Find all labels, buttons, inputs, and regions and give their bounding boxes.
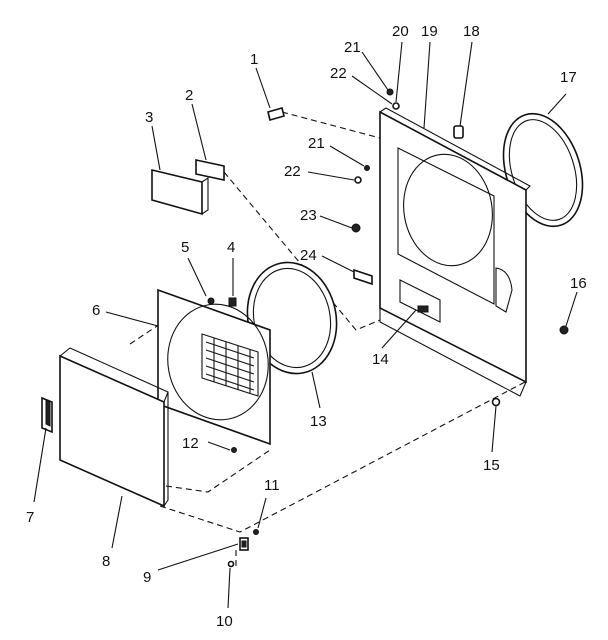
callout-20: 20 [392, 23, 409, 40]
callout-3: 3 [145, 109, 153, 126]
part-14-latch [417, 305, 429, 313]
part-3-housing [151, 168, 209, 216]
callout-11: 11 [264, 477, 280, 494]
part-6-door-frame [157, 288, 271, 446]
callout-18: 18 [463, 23, 480, 40]
callout-8: 8 [102, 553, 110, 570]
parts-4-5-hardware [207, 297, 237, 307]
callout-1: 1 [250, 51, 258, 68]
part-12-screw [231, 447, 237, 453]
callout-17: 17 [560, 69, 577, 86]
callout-15: 15 [483, 457, 500, 474]
part-24-plug [353, 268, 373, 286]
callout-22-mid: 22 [284, 163, 301, 180]
callout-23: 23 [300, 207, 317, 224]
callout-16: 16 [570, 275, 587, 292]
hardware-top [354, 88, 400, 184]
callout-5: 5 [181, 239, 189, 256]
callout-6: 6 [92, 302, 100, 319]
assembly-dashed-lines [129, 111, 526, 568]
callout-9: 9 [143, 569, 151, 586]
callout-19: 19 [421, 23, 438, 40]
callout-21-top: 21 [344, 39, 361, 56]
part-23-screw [351, 223, 361, 233]
callout-21-mid: 21 [308, 135, 325, 152]
leader-lines [33, 41, 578, 609]
callout-2: 2 [185, 87, 193, 104]
part-2-badge [195, 159, 225, 181]
part-8-outer-door [59, 347, 169, 508]
callout-14: 14 [372, 351, 389, 368]
callout-7: 7 [26, 509, 34, 526]
part-7-handle [41, 396, 53, 434]
part-19-front-panel [379, 107, 531, 397]
callout-24: 24 [300, 247, 317, 264]
part-18-clip [453, 125, 464, 139]
part-16-screw [559, 325, 569, 335]
callout-4: 4 [227, 239, 235, 256]
part-1-plug [267, 107, 285, 121]
callout-12: 12 [182, 435, 199, 452]
callout-22-top: 22 [330, 65, 347, 82]
callout-labels: 1 2 3 4 5 6 7 8 9 10 11 12 13 14 15 16 1… [26, 23, 587, 630]
parts-9-10-11-hinge [227, 529, 259, 568]
part-15-screw [491, 397, 501, 407]
callout-10: 10 [216, 613, 233, 630]
callout-13: 13 [310, 413, 327, 430]
